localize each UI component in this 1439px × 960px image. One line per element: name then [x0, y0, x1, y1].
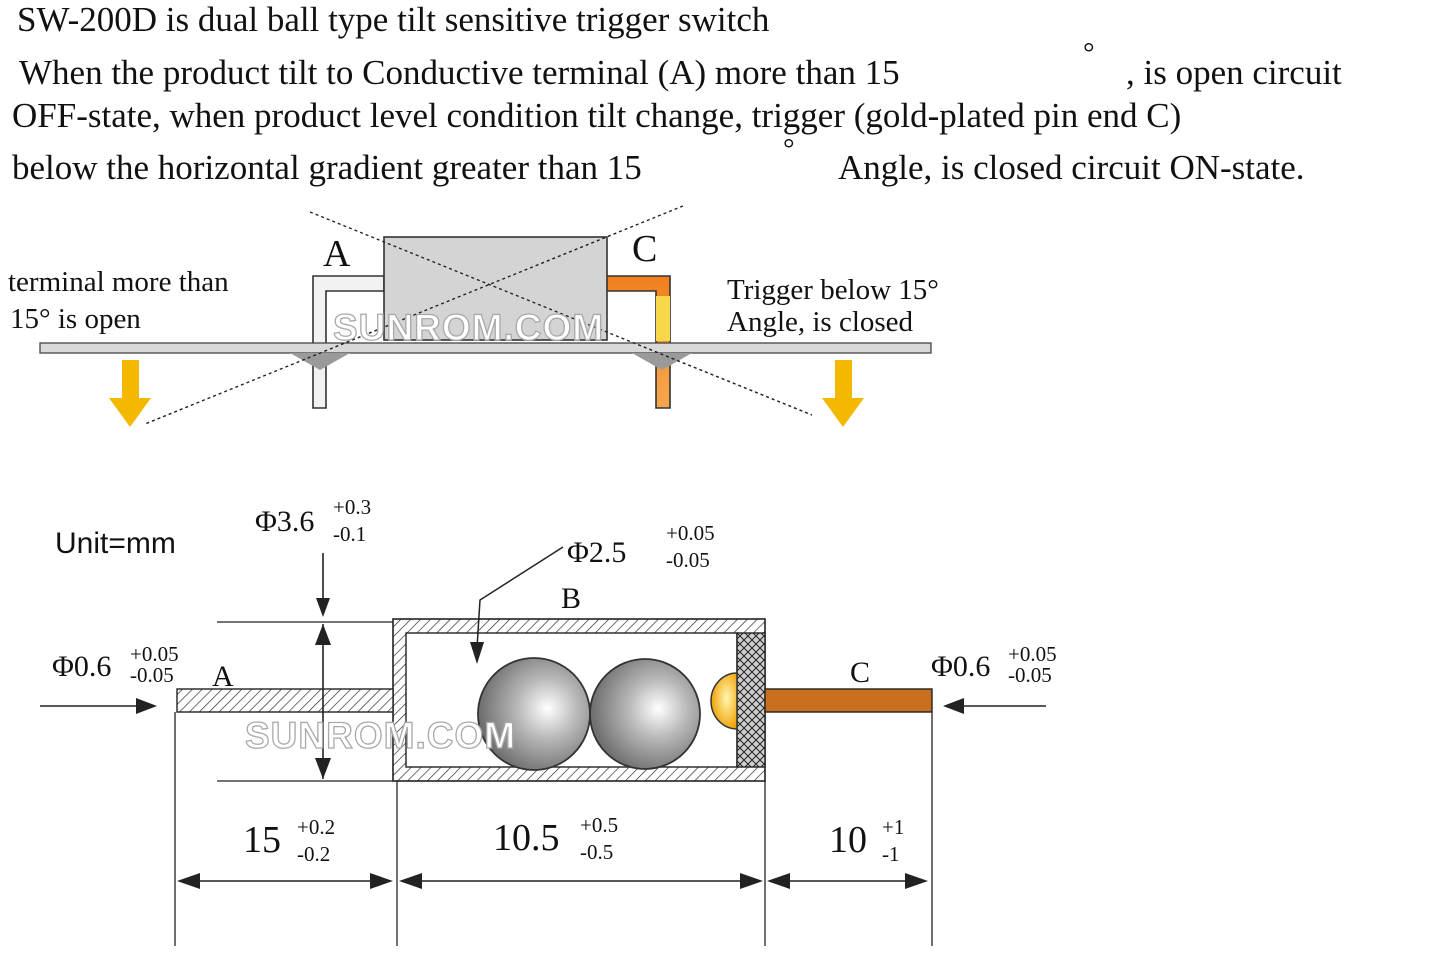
watermark-bottom: SUNROM.COM	[245, 715, 516, 756]
arrowhead-icon	[136, 698, 157, 714]
pin-a-diameter-value: Φ0.6	[52, 650, 111, 683]
degree-sign: °	[783, 133, 795, 165]
body-diameter-plus: +0.3	[333, 495, 371, 519]
tilt-line-1	[309, 211, 813, 416]
body-diameter-minus: -0.1	[333, 522, 366, 546]
pin-a	[176, 688, 394, 713]
right-note-line-2: Angle, is closed	[727, 306, 914, 338]
length-c-plus: +1	[882, 815, 904, 839]
pin-c	[764, 688, 933, 713]
circuit-board	[39, 342, 932, 354]
down-arrow-right-icon	[822, 360, 864, 427]
ball-leader	[476, 546, 564, 649]
label-b: B	[561, 582, 581, 615]
arrowhead-icon	[399, 873, 422, 889]
description-line-4a: below the horizontal gradient greater th…	[12, 148, 642, 187]
length-a-value: 15	[243, 819, 281, 861]
pin-c-bent	[605, 275, 671, 409]
left-note-line-2: 15° is open	[10, 303, 141, 335]
switch-case	[383, 236, 608, 341]
length-a-minus: -0.2	[297, 842, 330, 866]
description-line-2a: When the product tilt to Conductive term…	[19, 53, 900, 92]
left-note-line-1: terminal more than	[8, 266, 229, 298]
description-line-3: OFF-state, when product level condition …	[12, 96, 1181, 135]
label-c: C	[850, 656, 870, 689]
ball-diameter-plus: +0.05	[666, 521, 715, 545]
arrowhead-icon	[316, 598, 330, 617]
pin-a-diameter-plus: +0.05	[130, 642, 179, 666]
length-body-value: 10.5	[493, 817, 560, 859]
pin-c-diameter-minus: -0.05	[1008, 663, 1052, 687]
pin-a-diameter-minus: -0.05	[130, 663, 174, 687]
description-line-2b: , is open circuit	[1126, 53, 1342, 92]
arrowhead-icon	[177, 873, 200, 889]
arrowhead-icon	[767, 873, 790, 889]
watermark-top: SUNROM.COM	[333, 307, 604, 348]
length-a-plus: +0.2	[297, 815, 335, 839]
solder-joint-right	[632, 353, 692, 370]
length-c-value: 10	[829, 819, 867, 861]
right-note-line-1: Trigger below 15°	[727, 274, 939, 306]
length-body-plus: +0.5	[580, 813, 618, 837]
description-line-4b: Angle, is closed circuit ON-state.	[838, 148, 1305, 187]
degree-sign: °	[1083, 37, 1095, 69]
solder-joint-left	[290, 353, 350, 370]
body-diameter-value: Φ3.6	[255, 505, 314, 538]
length-body-minus: -0.5	[580, 840, 613, 864]
arrowhead-icon	[370, 873, 393, 889]
dimension-diagram: Unit=mm B A C Φ3.6 +0.3 -0.1 Φ2.5	[40, 495, 1057, 946]
tilt-line-2	[144, 205, 684, 425]
arrowhead-icon	[740, 873, 763, 889]
tilt-label-c: C	[632, 228, 657, 270]
description-text: SW-200D is dual ball type tilt sensitive…	[12, 0, 1342, 187]
unit-label: Unit=mm	[55, 527, 176, 560]
down-arrow-left-icon	[109, 360, 151, 427]
description-line-1: SW-200D is dual ball type tilt sensitive…	[17, 0, 770, 39]
arrowhead-icon	[315, 758, 331, 779]
pin-c-diameter-value: Φ0.6	[931, 650, 990, 683]
ball-diameter-minus: -0.05	[666, 548, 710, 572]
arrowhead-icon	[470, 642, 484, 664]
pin-c-diameter-plus: +0.05	[1008, 642, 1057, 666]
tilt-label-a: A	[323, 233, 351, 275]
end-seal	[736, 632, 766, 768]
ball-diameter-symbol: Φ2.5	[567, 536, 626, 569]
label-a: A	[212, 660, 234, 693]
arrowhead-icon	[905, 873, 928, 889]
tilt-diagram: A C terminal more than 15° is open Trigg…	[8, 205, 939, 427]
gold-contact	[710, 672, 738, 730]
arrowhead-icon	[943, 698, 964, 714]
ball-2	[589, 658, 701, 770]
arrowhead-icon	[315, 624, 331, 645]
length-c-minus: -1	[882, 842, 900, 866]
